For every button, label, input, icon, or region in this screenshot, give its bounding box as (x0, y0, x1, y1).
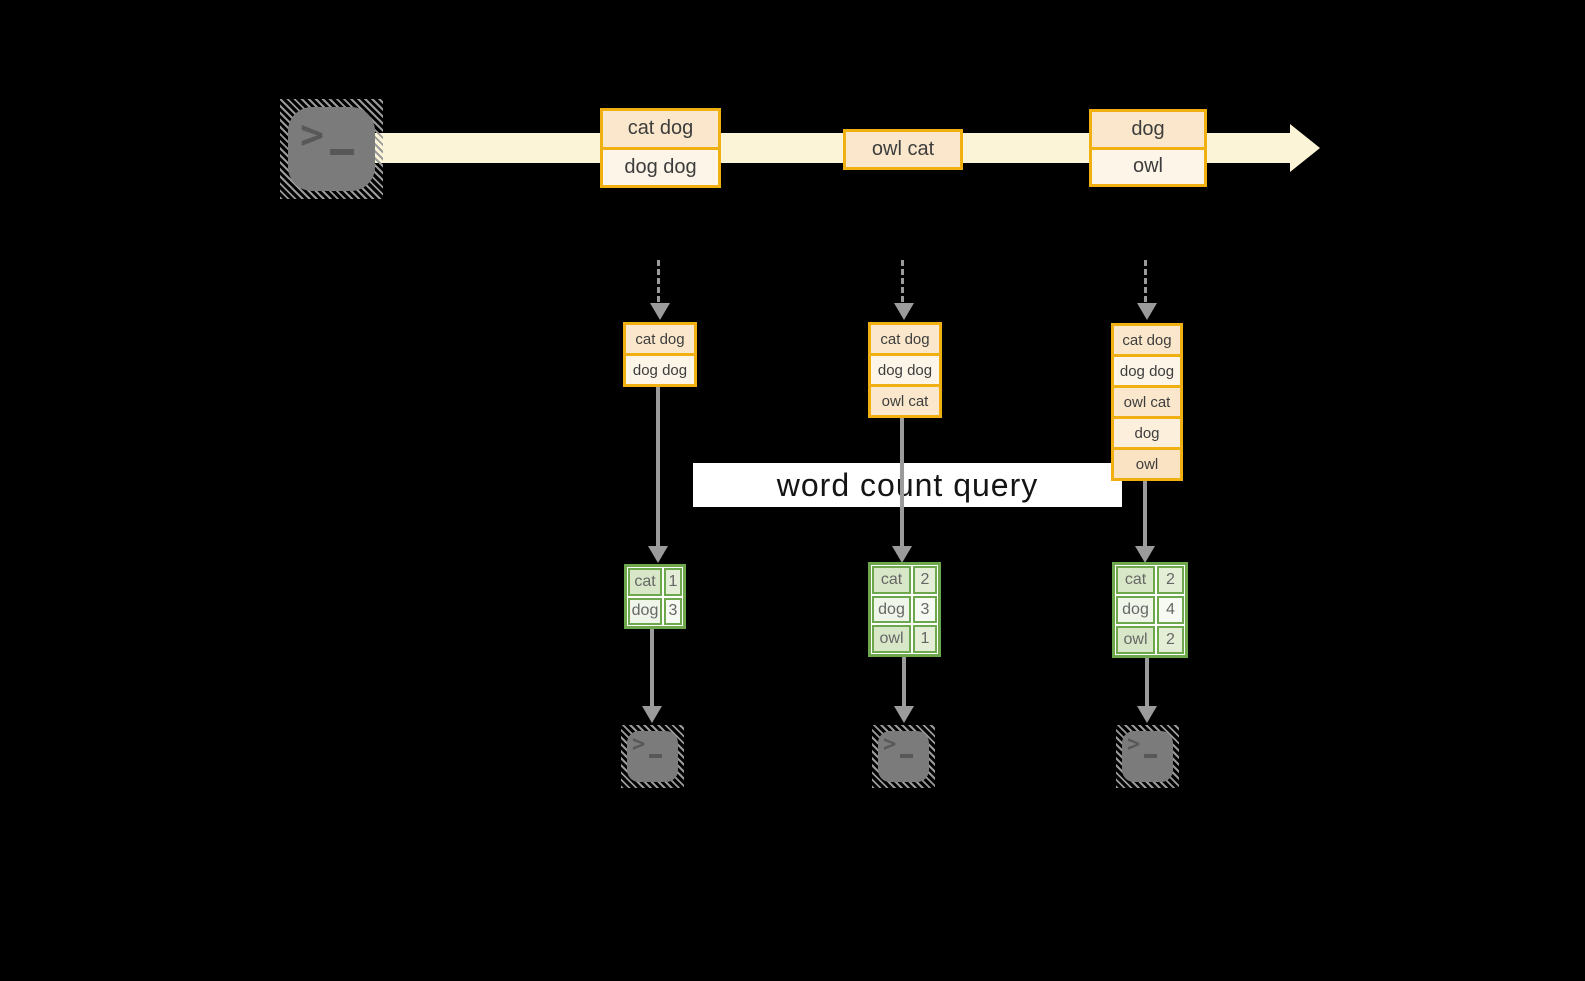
sink-terminal-icon: > (621, 725, 684, 788)
source-terminal-icon: > (280, 99, 383, 199)
event-record: owl (1092, 146, 1204, 184)
result-table-2: cat 2 dog 3 owl 1 (868, 562, 941, 657)
arrowhead-icon (894, 706, 914, 723)
input-stack-2: cat dog dog dog owl cat (868, 322, 942, 418)
stack-record: dog dog (871, 353, 939, 384)
stack-record: owl (1114, 447, 1180, 478)
count-cell: 4 (1157, 596, 1184, 624)
table-row: owl 2 (1116, 626, 1184, 654)
dashed-arrowhead-icon (650, 303, 670, 320)
arrow-shaft (1143, 481, 1147, 548)
query-label-band: word count query (693, 463, 1122, 507)
prompt-cursor-icon (330, 149, 354, 155)
count-cell: 1 (913, 625, 937, 654)
sink-terminal-icon: > (872, 725, 935, 788)
arrowhead-icon (648, 546, 668, 563)
stream-arrowhead-icon (1290, 124, 1320, 172)
prompt-cursor-icon (1144, 754, 1157, 758)
arrowhead-icon (642, 706, 662, 723)
stack-record: owl cat (871, 384, 939, 415)
table-row: dog 3 (872, 595, 937, 624)
stack-record: dog (1114, 416, 1180, 447)
table-row: cat 2 (1116, 566, 1184, 594)
word-cell: dog (1116, 596, 1155, 624)
query-label: word count query (776, 466, 1039, 503)
dashed-arrow-shaft (901, 260, 904, 302)
prompt-chevron-icon: > (632, 732, 646, 757)
arrow-shaft (1145, 658, 1149, 708)
word-cell: cat (628, 568, 662, 596)
dashed-arrow-shaft (657, 260, 660, 302)
table-row: dog 3 (628, 597, 682, 625)
stream-event-1: cat dog dog dog (600, 108, 721, 188)
stack-record: cat dog (871, 325, 939, 353)
count-cell: 2 (1157, 566, 1184, 594)
event-record: owl cat (846, 132, 960, 167)
count-cell: 3 (664, 597, 682, 625)
result-table-3: cat 2 dog 4 owl 2 (1112, 562, 1188, 658)
stream-event-2: owl cat (843, 129, 963, 170)
event-record: dog (1092, 112, 1204, 147)
count-cell: 2 (1157, 626, 1184, 654)
word-cell: dog (872, 595, 911, 624)
arrow-shaft (656, 387, 660, 548)
count-cell: 2 (913, 566, 937, 594)
sink-terminal-icon: > (1116, 725, 1179, 788)
prompt-chevron-icon: > (300, 112, 325, 158)
input-stack-1: cat dog dog dog (623, 322, 697, 387)
dashed-arrowhead-icon (894, 303, 914, 320)
prompt-chevron-icon: > (883, 732, 897, 757)
prompt-cursor-icon (900, 754, 913, 758)
stack-record: cat dog (1114, 326, 1180, 354)
stack-record: dog dog (626, 353, 694, 384)
table-row: owl 1 (872, 625, 937, 654)
dashed-arrowhead-icon (1137, 303, 1157, 320)
prompt-chevron-icon: > (1127, 732, 1141, 757)
prompt-cursor-icon (649, 754, 662, 758)
word-cell: dog (628, 597, 662, 625)
word-cell: cat (1116, 566, 1155, 594)
event-record: cat dog (603, 111, 718, 147)
word-cell: cat (872, 566, 911, 594)
input-stack-3: cat dog dog dog owl cat dog owl (1111, 323, 1183, 481)
dashed-arrow-shaft (1144, 260, 1147, 302)
arrow-shaft (902, 657, 906, 708)
stack-record: cat dog (626, 325, 694, 353)
arrowhead-icon (1137, 706, 1157, 723)
word-cell: owl (872, 625, 911, 654)
arrow-shaft (900, 418, 904, 548)
stream-event-3: dog owl (1089, 109, 1207, 187)
result-table-1: cat 1 dog 3 (624, 564, 686, 629)
arrowhead-icon (1135, 546, 1155, 563)
event-record: dog dog (603, 146, 718, 185)
table-row: cat 2 (872, 566, 937, 594)
arrow-shaft (650, 629, 654, 708)
stack-record: dog dog (1114, 354, 1180, 385)
arrowhead-icon (892, 546, 912, 563)
word-cell: owl (1116, 626, 1155, 654)
table-row: dog 4 (1116, 596, 1184, 624)
count-cell: 3 (913, 595, 937, 624)
stack-record: owl cat (1114, 385, 1180, 416)
table-row: cat 1 (628, 568, 682, 596)
count-cell: 1 (664, 568, 682, 596)
